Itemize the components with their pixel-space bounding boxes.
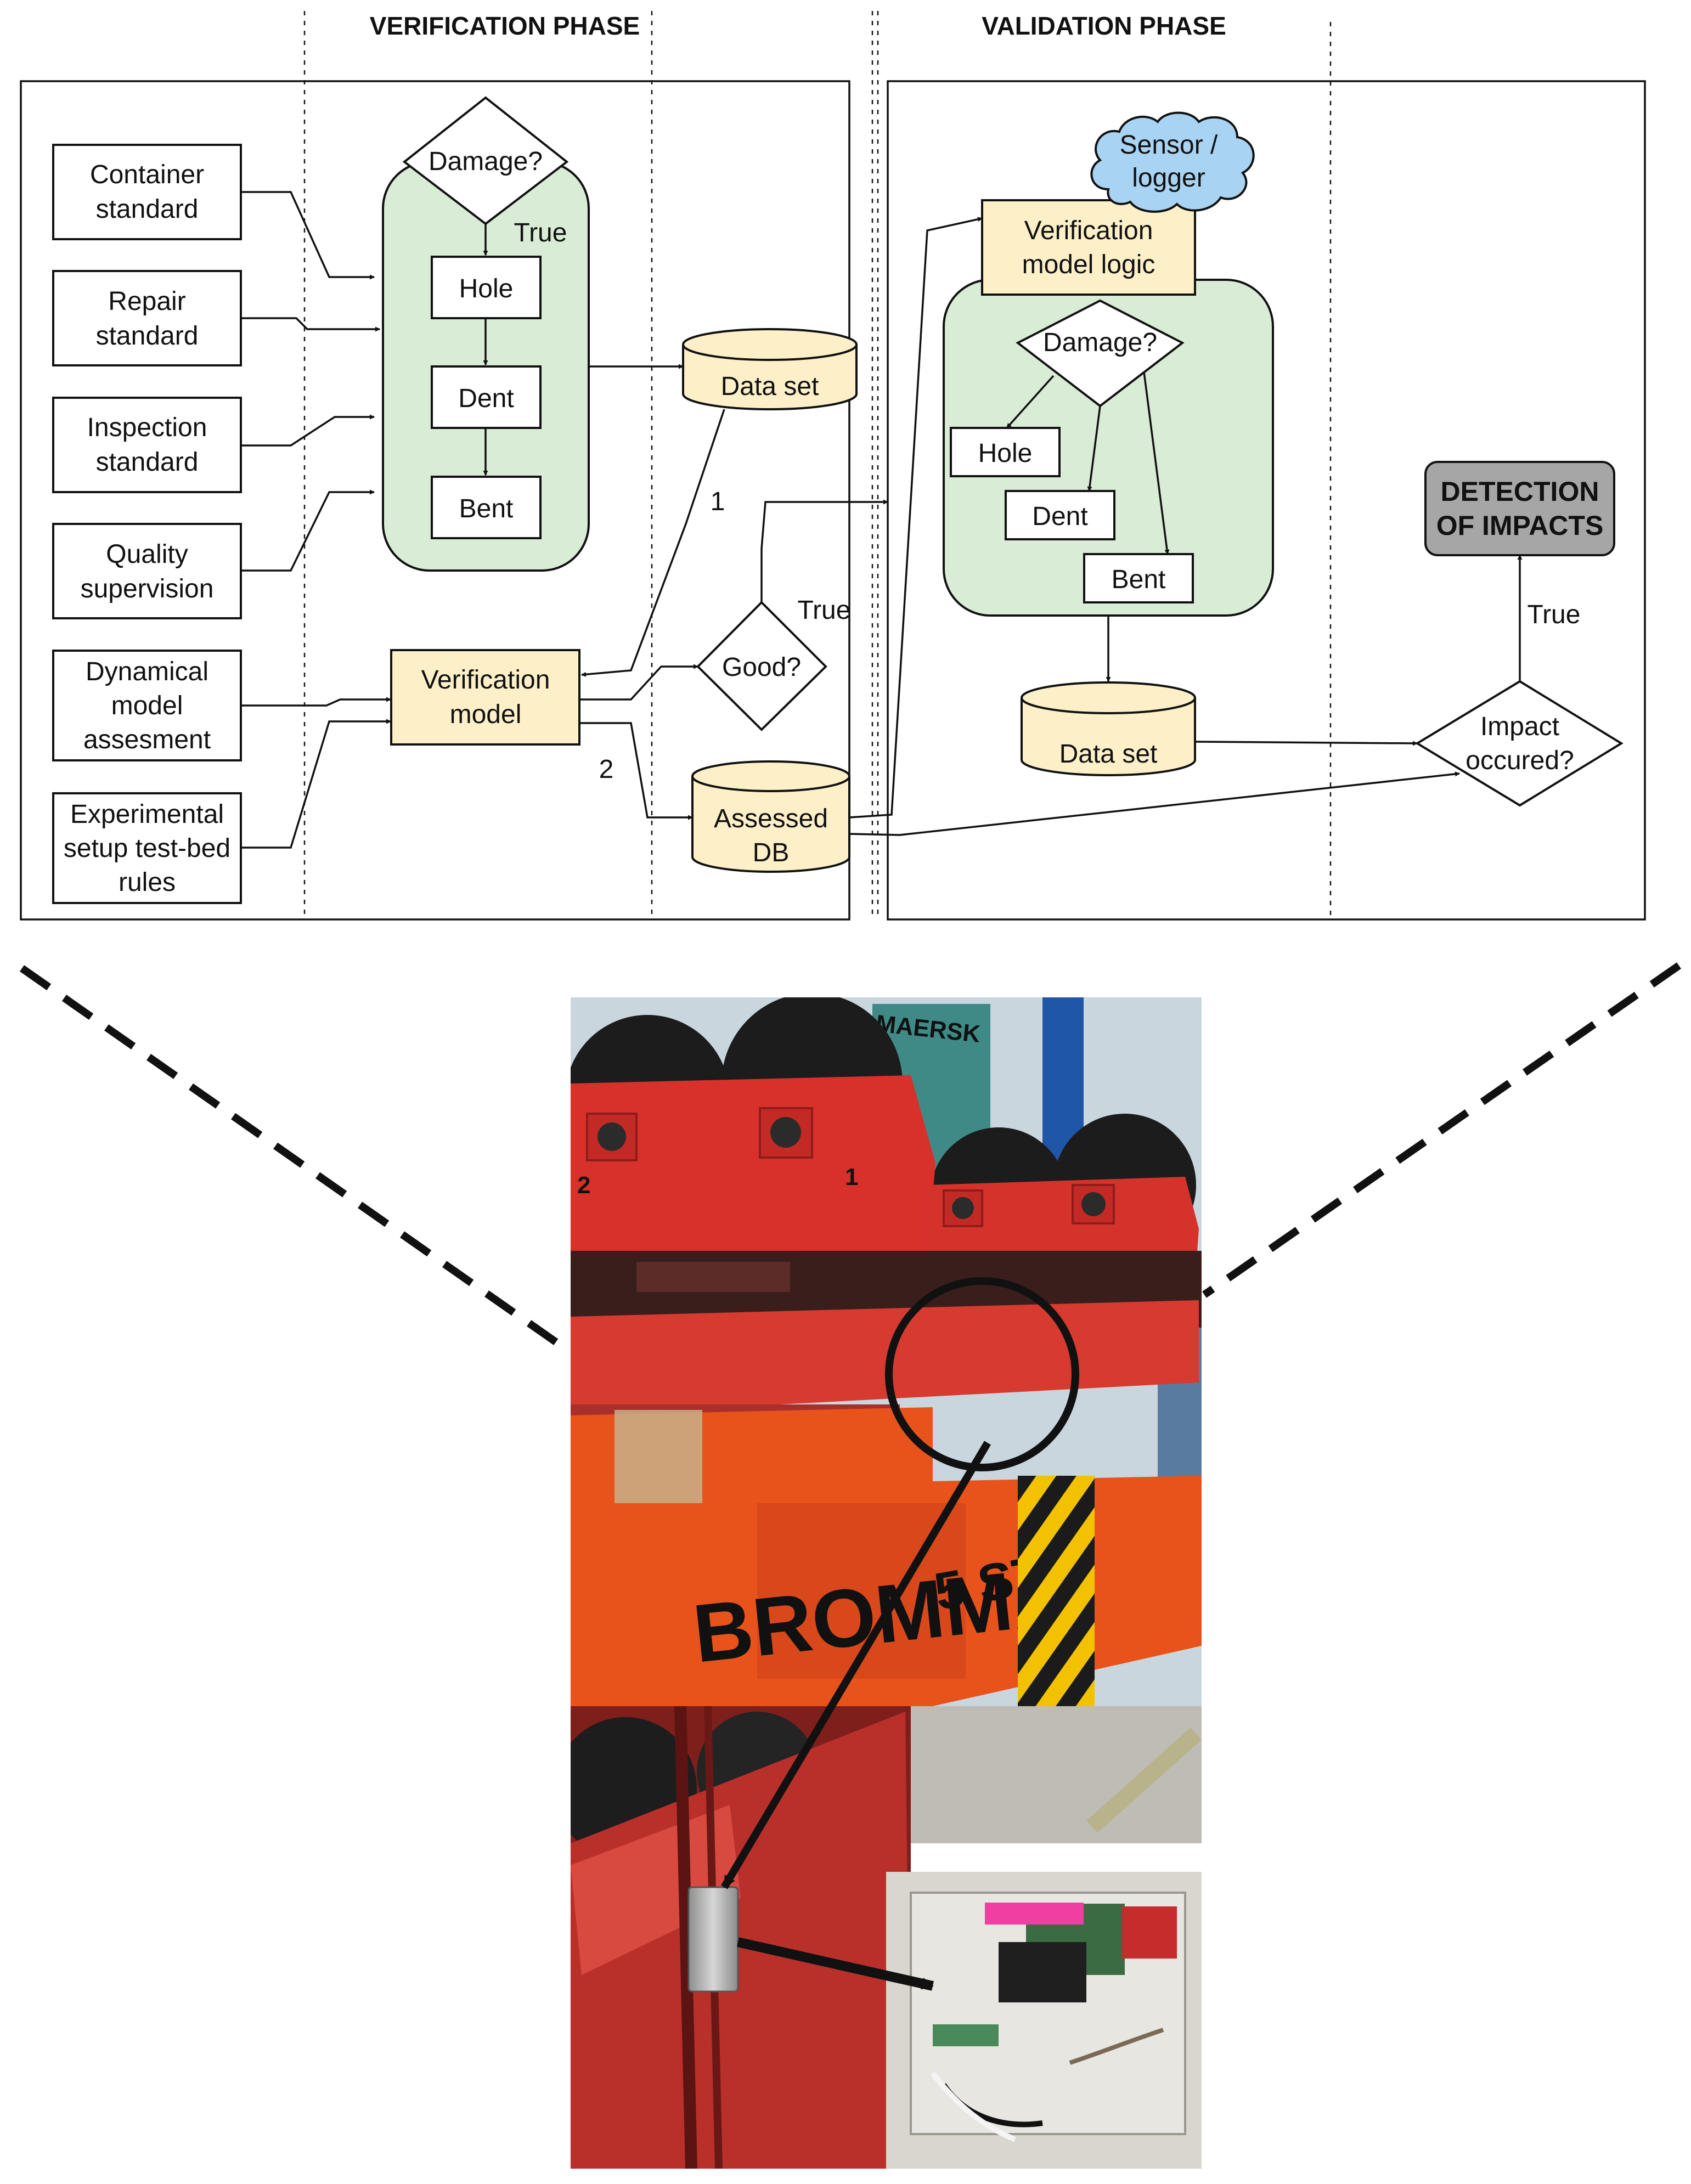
verification-true-label: True bbox=[514, 218, 567, 247]
validation-bent-box: Bent bbox=[1083, 553, 1194, 603]
validation-phase-title: VALIDATION PHASE bbox=[982, 12, 1226, 40]
svg-text:Bent: Bent bbox=[1112, 565, 1166, 594]
pointer-arrow-to-electronics bbox=[737, 1937, 934, 1991]
impact-true-label: True bbox=[1527, 600, 1581, 629]
verification-dent-box: Dent bbox=[431, 365, 542, 429]
impact-occurred-diamond: Impact occured? bbox=[1415, 680, 1624, 807]
input-box-experimental-setup: Experimental setup test-bed rules bbox=[52, 792, 242, 904]
svg-text:Container: Container bbox=[90, 160, 204, 189]
svg-text:logger: logger bbox=[1132, 163, 1205, 193]
svg-text:Hole: Hole bbox=[978, 439, 1033, 468]
svg-text:standard: standard bbox=[96, 195, 199, 224]
svg-text:assesment: assesment bbox=[83, 725, 211, 754]
wheel-number-2: 2 bbox=[577, 1172, 590, 1199]
input-box-inspection-standard: Inspection standard bbox=[52, 397, 242, 493]
verification-damage-diamond: Damage? bbox=[402, 96, 569, 225]
assessed-db: Assessed DB bbox=[691, 760, 850, 873]
svg-text:model: model bbox=[450, 700, 522, 729]
validation-data-set-db: Data set bbox=[1021, 681, 1196, 776]
svg-text:Bent: Bent bbox=[459, 494, 514, 523]
crane-spreader-photo: MAERSK 2 1 BROMMA 5 STS bbox=[571, 997, 1202, 2169]
svg-text:model logic: model logic bbox=[1022, 250, 1155, 279]
svg-text:Data set: Data set bbox=[1059, 740, 1158, 769]
svg-text:OF IMPACTS: OF IMPACTS bbox=[1436, 510, 1604, 541]
input-box-repair-standard: Repair standard bbox=[52, 270, 242, 366]
svg-text:standard: standard bbox=[96, 448, 199, 477]
verification-model-logic-box: Verification model logic bbox=[981, 199, 1196, 296]
svg-text:Dynamical: Dynamical bbox=[86, 657, 208, 686]
svg-text:Inspection: Inspection bbox=[87, 413, 207, 442]
verification-hole-box: Hole bbox=[431, 256, 542, 319]
svg-text:Quality: Quality bbox=[106, 540, 188, 569]
svg-text:Hole: Hole bbox=[459, 274, 514, 303]
zoom-line-left bbox=[19, 965, 573, 1356]
good-true-label: True bbox=[798, 596, 851, 625]
svg-text:supervision: supervision bbox=[81, 574, 214, 603]
svg-text:Verification: Verification bbox=[1024, 216, 1153, 245]
good-decision-diamond: Good? bbox=[696, 601, 827, 731]
svg-text:rules: rules bbox=[119, 868, 176, 897]
verification-phase-title: VERIFICATION PHASE bbox=[370, 12, 640, 40]
input-box-container-standard: Container standard bbox=[52, 144, 242, 240]
svg-text:occured?: occured? bbox=[1465, 746, 1574, 775]
zoom-line-right bbox=[1202, 962, 1681, 1298]
input-connectors bbox=[241, 191, 391, 849]
verification-model-box: Verification model bbox=[390, 649, 580, 746]
path-2-label: 2 bbox=[599, 755, 614, 784]
svg-text:Data set: Data set bbox=[721, 372, 819, 401]
svg-text:Dent: Dent bbox=[458, 384, 514, 413]
svg-text:Experimental: Experimental bbox=[70, 800, 224, 829]
path-1-label: 1 bbox=[711, 487, 725, 516]
svg-text:Damage?: Damage? bbox=[429, 147, 543, 176]
svg-text:Good?: Good? bbox=[722, 653, 801, 682]
input-box-quality-supervision: Quality supervision bbox=[52, 523, 242, 619]
input-box-dynamical-model: Dynamical model assesment bbox=[52, 650, 242, 761]
verification-bent-box: Bent bbox=[431, 476, 542, 539]
svg-text:Repair: Repair bbox=[108, 287, 185, 316]
svg-text:DB: DB bbox=[753, 838, 790, 867]
pointer-arrow-to-logger-box bbox=[720, 1441, 991, 1889]
svg-text:Impact: Impact bbox=[1480, 712, 1559, 741]
svg-text:DETECTION: DETECTION bbox=[1441, 476, 1599, 507]
svg-text:Assessed: Assessed bbox=[714, 804, 828, 833]
phase-separator-lines bbox=[303, 11, 1332, 919]
sensor-logger-cloud: Sensor / logger bbox=[1090, 111, 1255, 213]
svg-text:Verification: Verification bbox=[421, 665, 550, 695]
verification-phase-frame bbox=[20, 80, 850, 921]
wheel-number-1: 1 bbox=[845, 1164, 858, 1190]
detection-of-impacts-box: DETECTION OF IMPACTS bbox=[1424, 461, 1615, 556]
svg-text:Damage?: Damage? bbox=[1043, 328, 1157, 357]
validation-dent-box: Dent bbox=[1005, 490, 1115, 540]
svg-text:Dent: Dent bbox=[1032, 502, 1087, 531]
zoom-circle bbox=[885, 1277, 1079, 1471]
svg-text:setup test-bed: setup test-bed bbox=[64, 834, 230, 863]
svg-text:standard: standard bbox=[96, 321, 199, 351]
svg-text:model: model bbox=[111, 691, 183, 720]
verification-data-set-db: Data set bbox=[682, 328, 858, 410]
validation-hole-box: Hole bbox=[950, 427, 1061, 477]
svg-text:Sensor /: Sensor / bbox=[1120, 131, 1218, 160]
